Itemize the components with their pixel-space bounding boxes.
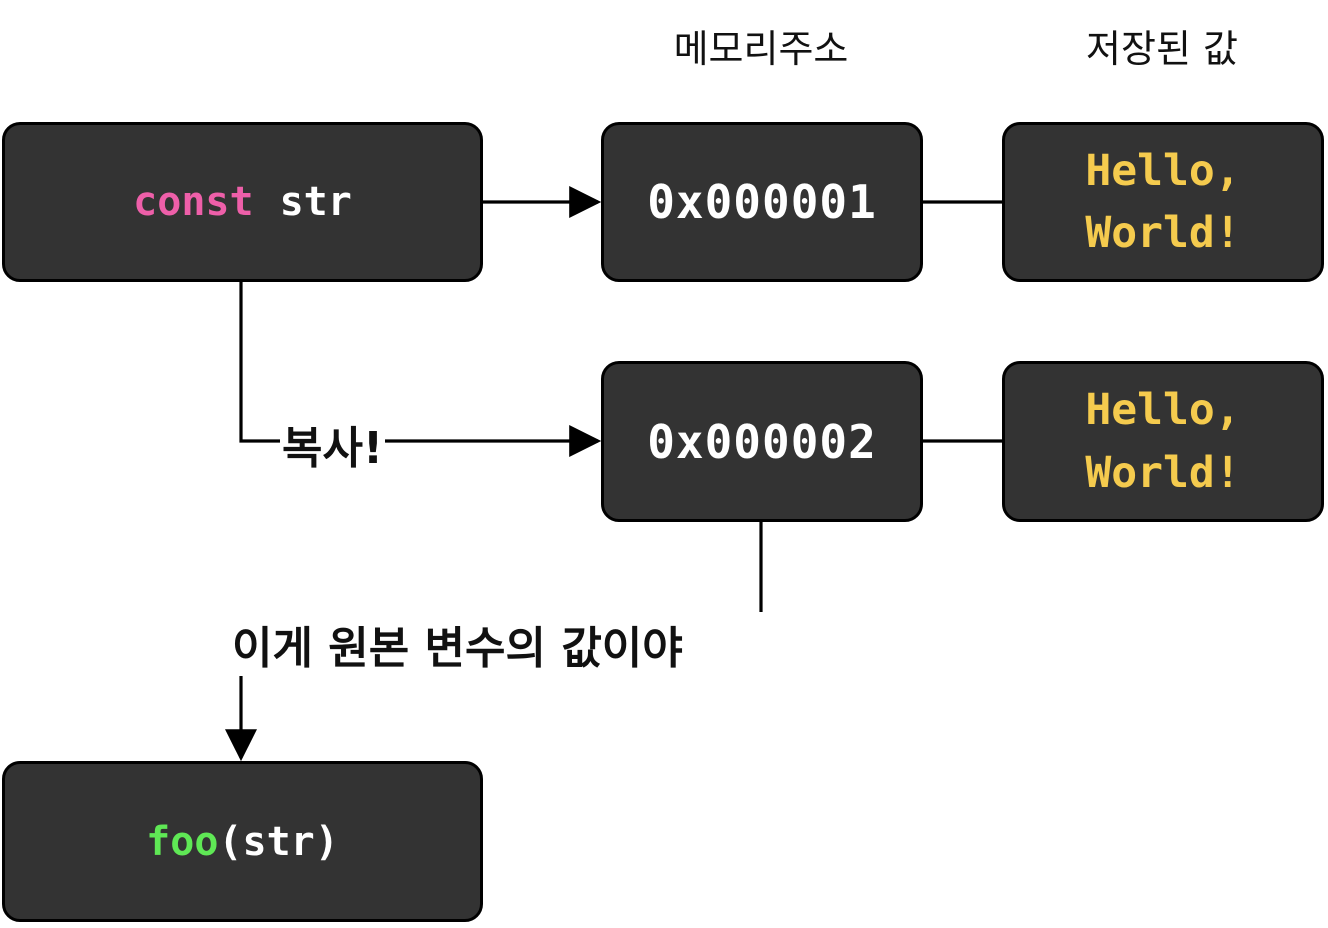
address-node-2: 0x000002 xyxy=(601,361,923,522)
function-name-foo: foo xyxy=(146,818,219,865)
value-1-line-2: World! xyxy=(1085,208,1241,258)
header-memory-address: 메모리주소 xyxy=(673,27,849,71)
value-node-1: Hello, World! xyxy=(1002,122,1324,282)
identifier-str: str xyxy=(279,179,352,225)
keyword-const: const xyxy=(133,179,254,225)
address-1-label: 0x000001 xyxy=(647,175,877,229)
value-2-line-1: Hello, xyxy=(1085,385,1241,436)
value-2-line-2: World! xyxy=(1085,447,1241,498)
copy-label: 복사! xyxy=(280,412,386,476)
const-str-node: const str xyxy=(2,122,483,282)
header-stored-value: 저장된 값 xyxy=(1086,27,1238,71)
foo-call-node: foo (str) xyxy=(2,761,483,922)
arrow-copy-to-addr2 xyxy=(239,281,602,457)
value-1-line-1: Hello, xyxy=(1085,145,1241,196)
address-node-1: 0x000001 xyxy=(601,122,923,282)
value-node-2: Hello, World! xyxy=(1002,361,1324,522)
address-2-label: 0x000002 xyxy=(647,414,877,469)
function-args: (str) xyxy=(218,818,339,865)
original-value-note: 이게 원본 변수의 값이야 xyxy=(232,612,683,676)
